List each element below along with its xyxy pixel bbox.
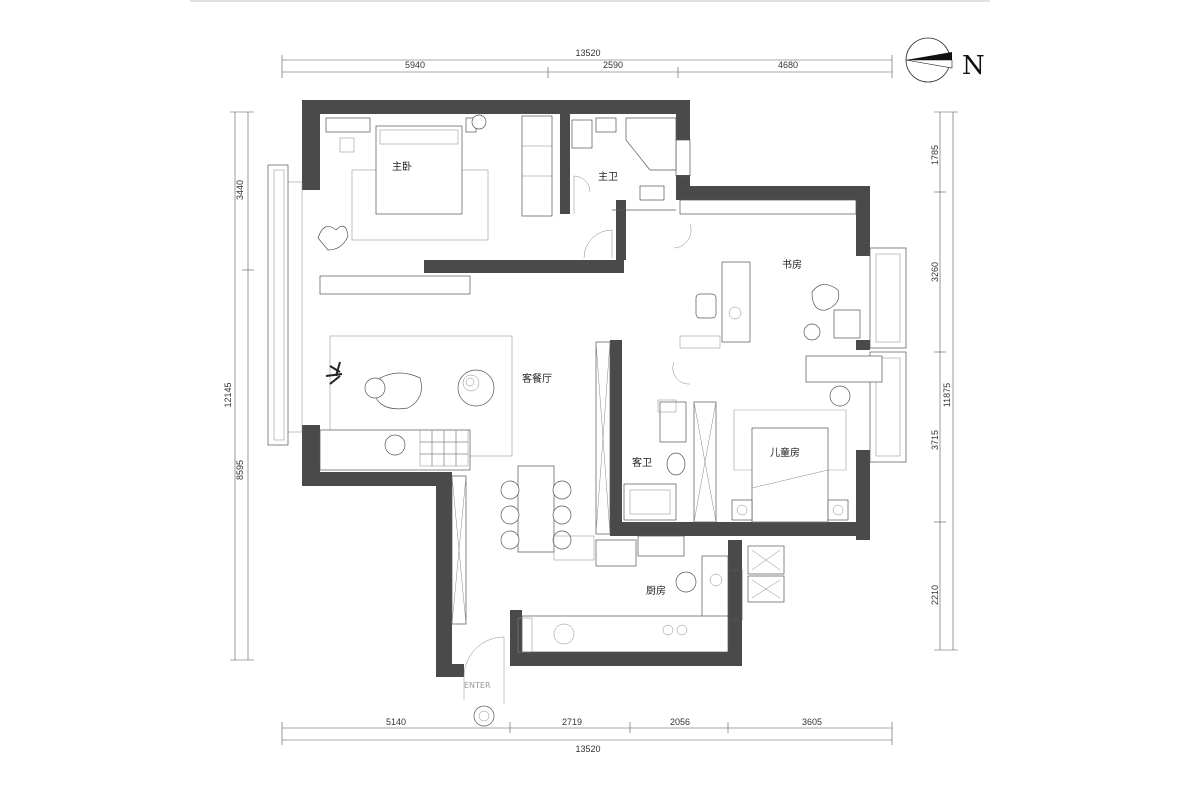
left-dimensions xyxy=(230,111,254,661)
entrance xyxy=(463,636,505,727)
living-dining-label: 客餐厅 xyxy=(522,372,552,385)
kitchen-label: 厨房 xyxy=(646,584,666,597)
top-dim-3: 4680 xyxy=(778,60,798,70)
right-dim-3: 3715 xyxy=(930,430,940,450)
kitchen xyxy=(517,535,729,653)
top-dimensions xyxy=(281,55,893,78)
bottom-dimensions xyxy=(281,722,893,745)
guest-bath xyxy=(623,401,717,523)
bottom-dim-3: 2056 xyxy=(670,717,690,727)
bottom-dim-4: 3605 xyxy=(802,717,822,727)
guest-bath-label: 客卫 xyxy=(632,456,652,469)
study-label: 书房 xyxy=(782,258,802,271)
master-bath xyxy=(571,117,677,214)
right-total-dim: 11875 xyxy=(942,383,952,407)
entry-label: ENTER xyxy=(464,681,491,690)
right-dim-4: 2210 xyxy=(930,585,940,605)
bottom-dim-2: 2719 xyxy=(562,717,582,727)
right-dim-2: 3260 xyxy=(930,262,940,282)
top-total-dim: 13520 xyxy=(575,48,600,58)
bottom-dim-1: 5140 xyxy=(386,717,406,727)
master-bedroom-label: 主卧 xyxy=(392,160,412,173)
ac-units-icon xyxy=(747,545,785,603)
kids-room-label: 儿童房 xyxy=(770,446,800,459)
top-dim-2: 2590 xyxy=(603,60,623,70)
left-dim-2: 8595 xyxy=(235,460,245,480)
study xyxy=(679,199,861,349)
walls xyxy=(302,100,870,677)
kids-room xyxy=(657,355,883,523)
top-dim-1: 5940 xyxy=(405,60,425,70)
north-label: N xyxy=(962,51,985,81)
doors xyxy=(583,223,692,385)
living-dining xyxy=(319,335,637,625)
right-dimensions xyxy=(934,111,958,651)
bottom-total-dim: 13520 xyxy=(575,744,600,754)
master-bath-label: 主卫 xyxy=(598,171,618,183)
master-bedroom xyxy=(317,114,553,295)
left-dim-1: 3440 xyxy=(235,180,245,200)
left-total-dim: 12145 xyxy=(223,382,233,407)
right-dim-1: 1785 xyxy=(930,145,940,165)
north-arrow-icon xyxy=(905,37,953,83)
windows xyxy=(267,139,907,621)
